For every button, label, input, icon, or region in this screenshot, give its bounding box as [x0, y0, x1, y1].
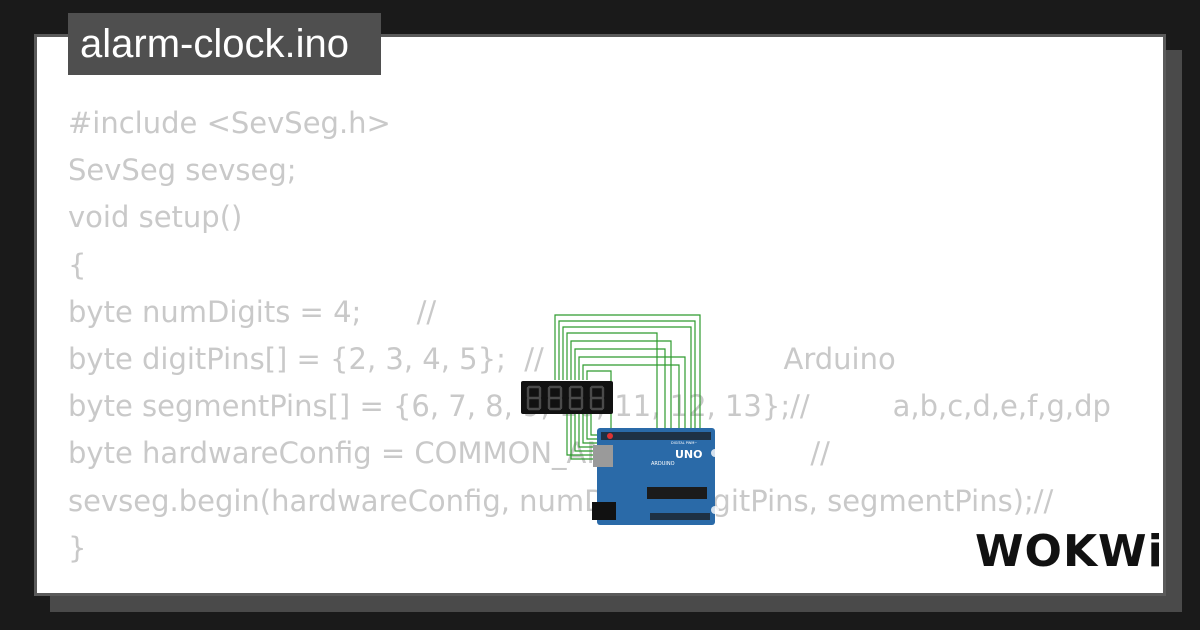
code-preview: #include <SevSeg.h> SevSeg sevseg; void …	[68, 100, 1128, 572]
logo-text: WOKWi	[975, 526, 1164, 577]
code-line: byte numDigits = 4; //	[68, 294, 437, 329]
wire	[566, 332, 658, 450]
mount-hole	[711, 449, 719, 457]
wire	[562, 326, 692, 450]
board-pcb	[597, 428, 715, 525]
wire	[570, 340, 672, 450]
wire	[554, 314, 701, 450]
digit	[589, 385, 605, 411]
code-line: SevSeg sevseg;	[68, 153, 297, 188]
board-model-label: UNO	[675, 448, 703, 461]
wire	[574, 348, 666, 450]
display-digits	[526, 385, 605, 411]
digit	[568, 385, 584, 411]
code-line: #include <SevSeg.h>	[68, 106, 391, 140]
circuit-diagram: UNO DIGITAL PWM~ ARDUINO	[521, 314, 719, 525]
header-label: DIGITAL PWM~	[671, 441, 697, 445]
digit	[526, 385, 542, 411]
board-brand-label: ARDUINO	[651, 461, 675, 467]
digital-header	[601, 432, 711, 440]
usb-connector	[593, 445, 613, 467]
code-line: }	[68, 530, 87, 565]
filename-label: alarm-clock.ino	[80, 22, 349, 66]
file-title-tab: alarm-clock.ino	[68, 13, 381, 75]
power-jack	[592, 502, 616, 520]
wokwi-logo: WOKWi	[975, 522, 1163, 582]
mount-hole	[711, 506, 719, 514]
code-line: byte digitPins[] = {2, 3, 4, 5}; // Ardu…	[68, 341, 896, 376]
microcontroller-chip	[647, 487, 707, 499]
reset-button	[607, 433, 613, 439]
digit	[547, 385, 563, 411]
arduino-uno-board: UNO DIGITAL PWM~ ARDUINO	[592, 428, 719, 525]
seven-segment-display	[521, 381, 613, 414]
wire	[558, 320, 696, 450]
wire	[582, 364, 680, 433]
code-line: {	[68, 247, 87, 282]
wire	[578, 356, 686, 433]
code-line: void setup()	[68, 200, 243, 235]
analog-header	[650, 513, 710, 520]
